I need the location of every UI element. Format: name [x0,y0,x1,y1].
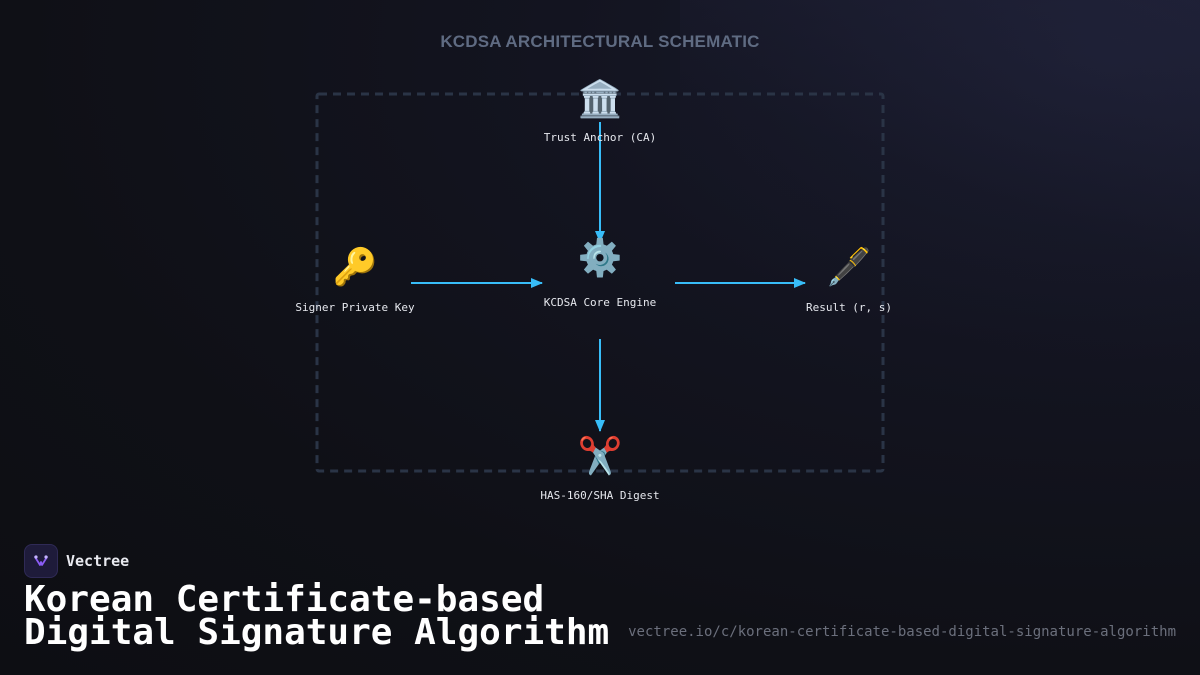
scissors-icon: ✂️ [577,436,623,477]
page-title-line-1: Korean Certificate-based [24,579,545,620]
node-label-digest: HAS-160/SHA Digest [540,489,660,502]
brand-name: Vectree [66,552,130,570]
page-title-line-2: Digital Signature Algorithm [24,612,610,653]
diagram-title: KCDSA ARCHITECTURAL SCHEMATIC [440,32,760,51]
brand[interactable]: Vectree [24,544,129,578]
page-title: Korean Certificate-based Digital Signatu… [24,579,610,653]
classical-building-icon: 🏛️ [577,79,623,120]
node-label-trust-anchor: Trust Anchor (CA) [543,131,657,144]
node-label-result: Result (r, s) [805,301,893,314]
node-label-private-key: Signer Private Key [295,301,415,314]
page-url[interactable]: vectree.io/c/korean-certificate-based-di… [628,624,1176,640]
fountain-pen-icon: 🖋️ [826,247,872,288]
key-icon: 🔑 [332,247,378,288]
trust-boundary [315,92,885,473]
gear-icon: ⚙️ [577,238,623,279]
node-label-core-engine: KCDSA Core Engine [543,296,657,309]
vectree-logo-icon [24,544,58,578]
